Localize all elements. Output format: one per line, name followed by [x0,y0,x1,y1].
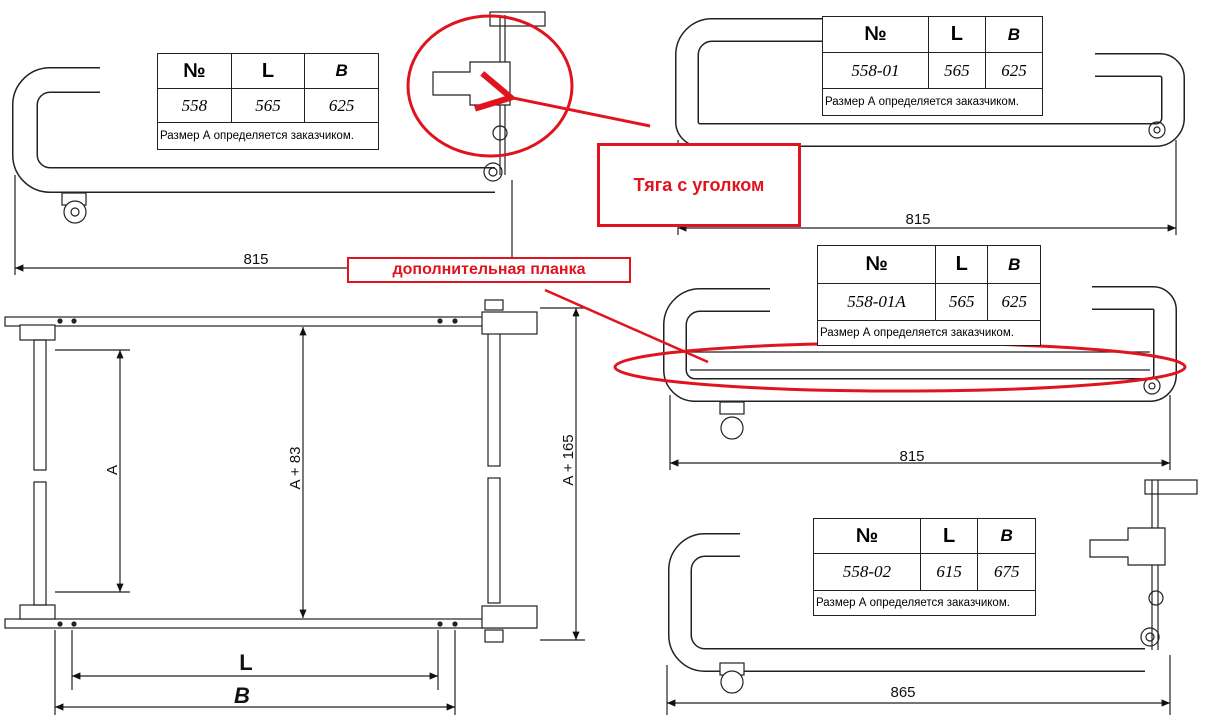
cell-l: 565 [230,88,306,123]
cell-model: 558-01A [817,283,936,321]
cell-b: 625 [984,52,1044,89]
header-no: № [157,53,232,89]
bar-annotation-label: дополнительная планка [347,257,631,283]
header-b: B [304,53,379,89]
trolley-558-01A-side-view [663,286,1177,470]
header-b: B [984,16,1044,53]
dim-b: B [234,683,250,708]
dim-l: L [239,650,252,675]
dim-815-2: 815 [905,211,930,228]
header-b: B [987,245,1041,284]
cell-l: 565 [934,283,989,321]
header-l: L [927,16,986,53]
cell-model: 558-01 [822,52,929,89]
rod-highlight-ellipse [406,14,574,158]
dim-815-3: 815 [899,448,924,465]
rod-arrow [508,97,651,128]
table-note: Размер А определяется заказчиком. [157,122,379,150]
header-no: № [813,518,921,554]
cell-l: 615 [919,553,979,591]
cell-model: 558 [157,88,232,123]
bar-arrow [544,288,709,364]
cell-b: 625 [987,283,1041,321]
dim-815-1: 815 [243,251,268,268]
cell-l: 565 [927,52,986,89]
table-note: Размер А определяется заказчиком. [817,320,1041,346]
dim-a-plus-83: A + 83 [287,447,304,490]
header-no: № [817,245,936,284]
cell-model: 558-02 [813,553,921,591]
header-no: № [822,16,929,53]
rod-annotation-label: Тяга с уголком [597,143,801,227]
trolley-558-02-side-view [666,479,1198,715]
dim-a: A [104,465,121,475]
dim-865: 865 [890,684,915,701]
table-note: Размер А определяется заказчиком. [813,590,1036,616]
header-l: L [919,518,979,554]
trolley-plan-view [4,299,585,715]
cell-b: 675 [977,553,1036,591]
cell-b: 625 [304,88,379,123]
header-l: L [934,245,989,284]
table-note: Размер А определяется заказчиком. [822,88,1043,116]
header-l: L [230,53,306,89]
dim-a-plus-165: A + 165 [560,434,577,485]
header-b: B [977,518,1036,554]
